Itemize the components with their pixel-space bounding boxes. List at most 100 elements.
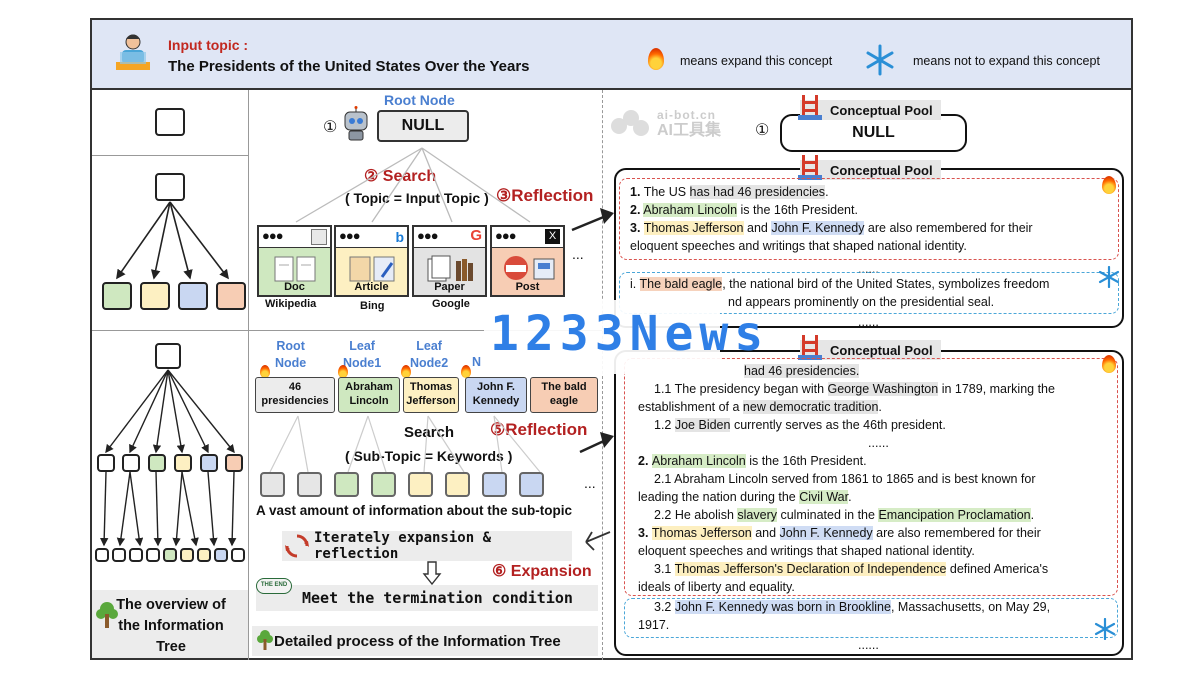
node-46-presidencies: 46 presidencies	[255, 377, 335, 413]
termination-bar: Meet the termination condition	[256, 585, 598, 611]
fire-icon	[338, 365, 348, 378]
tree-level-3-edges	[99, 369, 237, 547]
pool-3-line-3-2: 3.2 John F. Kennedy was born in Brooklin…	[654, 600, 1051, 614]
down-arrow	[422, 561, 442, 586]
divider-right	[602, 90, 603, 660]
tree-l3-node	[122, 454, 140, 472]
watermark-aibot: ai-bot.cn AI工具集	[657, 108, 722, 139]
header-leaf-node-n: N	[472, 355, 482, 369]
pool-3-expand-box	[624, 358, 1118, 596]
source-card-article: ●●●b Article	[334, 225, 409, 297]
detailed-bar	[252, 626, 598, 656]
pool-2-item-i-cont: nd appears prominently on the presidenti…	[728, 295, 995, 309]
robot-icon	[344, 106, 368, 141]
fire-icon	[461, 365, 471, 378]
tree-leaf-blue	[178, 282, 208, 310]
pool-1-null: NULL	[852, 124, 895, 141]
post-icon	[504, 256, 555, 280]
divider-left	[248, 90, 249, 660]
source-card-doc: ●●● Doc	[257, 225, 332, 297]
tree-root-node-1	[155, 108, 185, 136]
tree-l3-node	[200, 454, 218, 472]
vast-info-label: A vast amount of information about the s…	[256, 503, 572, 518]
subtopic-ellipsis: ...	[584, 475, 596, 491]
pool-3-line-3: 3. Thomas Jefferson and John F. Kennedy …	[638, 526, 1041, 540]
pool-3-line-1-1b: establishment of a new democratic tradit…	[638, 400, 882, 414]
pool-3-line-0: had 46 presidencies.	[744, 364, 860, 378]
source-label: Post	[515, 281, 540, 293]
tree-l3-node	[225, 454, 243, 472]
news-watermark: 1233News	[490, 306, 770, 362]
pool-3-line-1-1: 1.1 The presidency began with George Was…	[654, 382, 1055, 396]
pool-2-line-3: 3. Thomas Jefferson and John F. Kennedy …	[630, 221, 1033, 235]
divider-left-1	[92, 155, 248, 156]
pool-2-line-4: eloquent speeches and writings that shap…	[630, 239, 967, 253]
arrow-to-pool-2	[579, 432, 614, 454]
divider-left-2	[92, 330, 602, 331]
subtopic-fanout-lines	[269, 415, 541, 473]
tree-level-2	[116, 201, 229, 280]
step-2-search: ② Search	[364, 168, 437, 185]
paper-icon	[427, 255, 473, 282]
pool-tag-2: Conceptual Pool	[800, 160, 941, 180]
tree-icon	[257, 630, 273, 650]
no-expand-legend: means not to expand this concept	[913, 54, 1100, 68]
source-label: Article	[354, 281, 389, 293]
pool-3-line-3-1: 3.1 Thomas Jefferson's Declaration of In…	[654, 562, 1049, 576]
subtopic-equation: ( Sub-Topic = Keywords )	[345, 448, 513, 464]
aibot-logo-icon	[611, 110, 649, 136]
tree-leaf-green	[102, 282, 132, 310]
root-node-label: Root Node	[384, 92, 455, 108]
node-john-f-kennedy: John F. Kennedy	[465, 377, 527, 413]
tree-leaf-orange	[216, 282, 246, 310]
iterate-bar: Iterately expansion & reflection	[282, 530, 572, 562]
snowflake-icon	[1098, 266, 1120, 288]
input-topic-text: The Presidents of the United States Over…	[168, 58, 530, 75]
header-bar	[92, 20, 1131, 90]
subtopic-boxes	[260, 472, 544, 497]
search-fanout-lines	[295, 147, 531, 223]
pool-3-ellipsis: ......	[868, 436, 889, 450]
step-5-reflection: ⑤Reflection	[490, 420, 588, 439]
node-thomas-jefferson: Thomas Jefferson	[403, 377, 459, 413]
pool-2-line-1: 1. The US has had 46 presidencies.	[630, 185, 829, 199]
pool-3-line-2-2: 2.2 He abolish slavery culminated in the…	[654, 508, 1035, 522]
source-caption-bing: Bing	[360, 300, 385, 312]
pool-tag-3: Conceptual Pool	[800, 340, 941, 360]
figure-frame	[90, 18, 1133, 660]
source-label: Paper	[434, 281, 465, 293]
null-node: NULL	[377, 110, 469, 142]
pool-3-line-2-1b: leading the nation during the Civil War.	[638, 490, 852, 504]
fire-icon	[1102, 355, 1116, 373]
tree-leaf-yellow	[140, 282, 170, 310]
right-step-1-marker: ①	[755, 122, 770, 139]
overview-label-box	[92, 590, 248, 658]
pool-3-line-2: 2. Abraham Lincoln is the 16th President…	[638, 454, 867, 468]
pool-3-line-3-2b: 1917.	[638, 618, 670, 632]
tree-l3-node	[97, 454, 115, 472]
node-abraham-lincoln: Abraham Lincoln	[338, 377, 400, 413]
node-bald-eagle: The bald eagle	[530, 377, 598, 413]
news-watermark-bg	[484, 300, 720, 374]
expand-legend: means expand this concept	[680, 54, 833, 68]
step-1-marker: ①	[323, 119, 338, 136]
pool-2-item-i: i. The bald eagle, the national bird of …	[630, 277, 1050, 291]
source-caption-wikipedia: Wikipedia	[265, 298, 317, 310]
return-arrow	[585, 531, 611, 551]
termination-label: Meet the termination condition	[302, 589, 573, 607]
tree-icon	[96, 602, 118, 628]
overview-label: The overview of the Information Tree	[116, 597, 226, 655]
pool-3-line-1-2: 1.2 Joe Biden currently serves as the 46…	[654, 418, 946, 432]
source-caption-google: Google	[432, 298, 470, 310]
article-icon	[349, 256, 395, 282]
arrow-to-pool-1	[571, 208, 614, 232]
google-icon: G	[470, 227, 482, 244]
pool-ladder-icon	[798, 155, 822, 180]
pool-2-ellipsis-2: ......	[858, 315, 879, 329]
fire-icon	[648, 48, 664, 70]
tree-l3-node	[174, 454, 192, 472]
tree-root-node-2	[155, 173, 185, 201]
